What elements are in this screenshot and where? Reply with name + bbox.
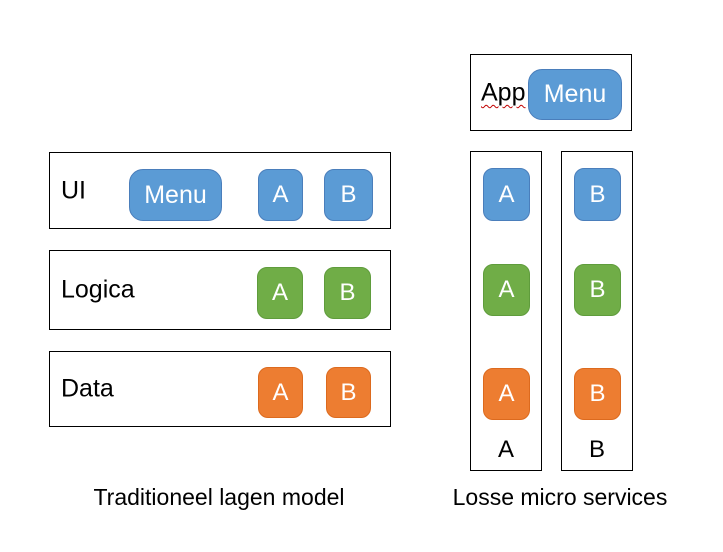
block-b-ui: B (324, 169, 373, 221)
block-a-ui: A (258, 169, 303, 221)
data-layer-label: Data (61, 374, 114, 403)
block-a-data: A (258, 367, 303, 418)
menu-block-ui: Menu (129, 169, 222, 221)
block-b-data: B (326, 367, 371, 418)
service-a-ui-block: A (483, 168, 530, 221)
menu-block-app: Menu (528, 69, 622, 120)
data-layer-box: Data A B (49, 351, 391, 427)
service-column-b: B B B B (561, 151, 633, 471)
block-b-logica: B (324, 267, 371, 319)
ui-layer-box: UI Menu A B (49, 152, 391, 229)
app-box: App Menu (470, 54, 632, 131)
service-column-a-label: A (497, 436, 514, 463)
logica-layer-box: Logica A B (49, 250, 391, 330)
left-diagram-caption: Traditioneel lagen model (93, 484, 345, 510)
logica-layer-label: Logica (61, 275, 135, 304)
ui-layer-label: UI (61, 176, 86, 204)
service-column-a: A A A A (470, 151, 542, 471)
service-b-logica-block: B (574, 264, 621, 316)
service-a-logica-block: A (483, 264, 530, 316)
block-a-logica: A (257, 267, 303, 319)
service-b-ui-block: B (574, 168, 621, 221)
right-diagram-caption: Losse micro services (452, 484, 668, 510)
app-label: App (481, 78, 526, 106)
service-b-data-block: B (574, 368, 621, 420)
service-column-b-label: B (588, 436, 605, 463)
service-a-data-block: A (483, 368, 530, 420)
